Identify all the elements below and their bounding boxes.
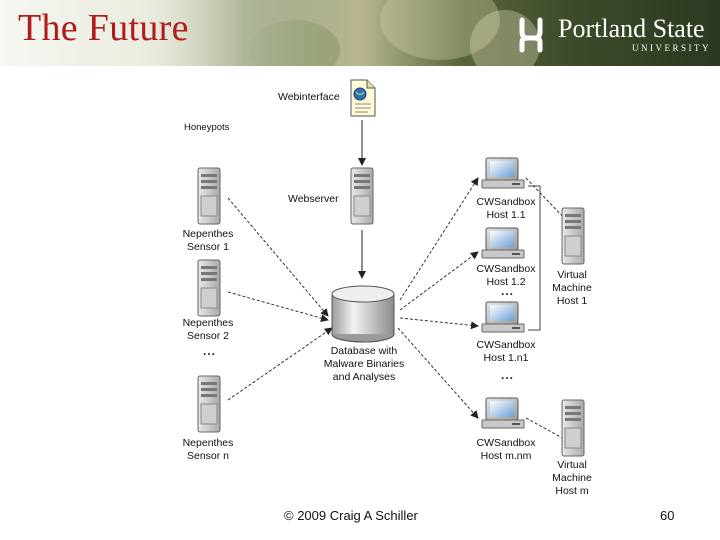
sandbox11-label: CWSandbox Host 1.1 [468,196,544,222]
edge-sandboxmnm-vm2 [525,417,567,441]
webserver-icon [350,167,374,225]
university-logo: Portland State UNIVERSITY [512,14,716,54]
vm-host: Host m [555,485,589,497]
sandbox-host: Host 1.n1 [483,352,529,364]
sensor1-label: Nepenthes Sensor 1 [168,228,248,254]
sandboxmnm-label: CWSandbox Host m.nm [468,437,544,463]
sandbox-group-bracket [528,185,541,331]
slide-footer: © 2009 Craig A Schiller 60 [0,506,720,526]
vm1-server-icon [561,207,585,265]
copyright-text: © 2009 Craig A Schiller [284,508,418,523]
sensor1-server-icon [197,167,221,225]
psu-logo-icon [519,17,543,53]
edge-database-sandbox1n1 [399,317,479,330]
sensor2-label: Nepenthes Sensor 2 [168,317,248,343]
vm1-label: Virtual Machine Host 1 [542,269,602,308]
sensorn-label: Nepenthes Sensor n [168,437,248,463]
logo-subtitle: UNIVERSITY [632,43,711,53]
sandbox-name: CWSandbox [476,339,536,351]
vm-label-line: Machine [552,282,592,294]
database-label: Database with Malware Binaries and Analy… [304,345,424,384]
vm-label-line: Virtual [557,459,587,471]
slide-title: The Future [18,7,189,49]
sensor-id: Sensor 2 [186,330,230,342]
vm-host: Host 1 [556,295,588,307]
sandbox-host: Host m.nm [480,450,532,462]
sandbox-name: CWSandbox [476,437,536,449]
sandbox-ellipsis-1: ... [501,284,515,298]
sandbox-ellipsis-2: ... [501,368,515,382]
sandbox-name: CWSandbox [476,196,536,208]
database-icon [331,285,395,343]
database-label-line: Malware Binaries [323,358,405,370]
logo-wordmark: Portland State [558,14,705,43]
sandbox-host: Host 1.1 [486,209,526,221]
vm2-server-icon [561,399,585,457]
sensorn-server-icon [197,375,221,433]
vm-label-line: Machine [552,472,592,484]
sensor-name: Nepenthes [182,228,234,240]
honeypots-label: Honeypots [184,122,230,133]
database-label-line: Database with [330,345,398,357]
header-fade [0,0,360,66]
edge-sensorn-database [227,327,333,401]
sandbox1n1-workstation-icon [481,301,525,333]
sandbox12-label: CWSandbox Host 1.2 [468,263,544,289]
vm2-label: Virtual Machine Host m [542,459,602,498]
webserver-label: Webserver [288,193,339,205]
vm-label-line: Virtual [557,269,587,281]
database-label-line: and Analyses [332,371,396,383]
sandbox1n1-label: CWSandbox Host 1.n1 [468,339,544,365]
edge-database-sandbox11 [399,177,479,301]
sensor2-server-icon [197,259,221,317]
sensor-ellipsis: ... [203,344,217,358]
edge-database-sandbox12 [399,251,479,311]
edge-sensor2-database [227,291,329,322]
sandbox-name: CWSandbox [476,263,536,275]
slide-header: The Future Portland State UNIVERSITY [0,0,720,66]
webinterface-icon [350,79,376,117]
sandbox-host: Host 1.2 [486,276,526,288]
sensor-name: Nepenthes [182,317,234,329]
sensor-id: Sensor n [186,450,230,462]
sandboxmnm-workstation-icon [481,397,525,429]
sandbox11-workstation-icon [481,157,525,189]
webinterface-label: Webinterface [278,91,340,103]
sandbox12-workstation-icon [481,227,525,259]
sensor-id: Sensor 1 [186,241,230,253]
page-number: 60 [660,508,675,523]
edge-database-sandboxmnm [397,327,479,419]
sensor-name: Nepenthes [182,437,234,449]
edge-sensor1-database [227,197,329,317]
